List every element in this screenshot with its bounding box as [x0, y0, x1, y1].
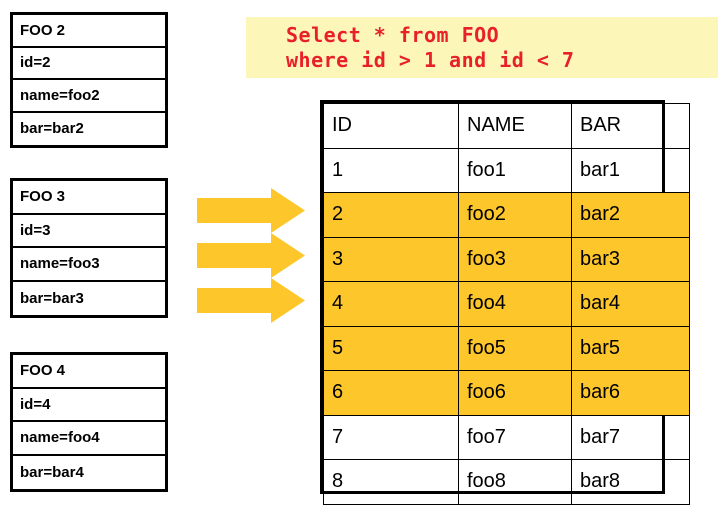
cell-id: 1	[323, 147, 459, 193]
record-field-name: name=foo3	[13, 248, 165, 282]
column-header-bar: BAR	[571, 103, 690, 149]
table-header-row: ID NAME BAR	[323, 103, 690, 149]
cell-bar: bar3	[571, 236, 690, 282]
cell-id: 3	[323, 236, 459, 282]
flow-arrow-3-icon	[197, 278, 305, 323]
table-row: 2 foo2 bar2	[323, 192, 690, 238]
cell-id: 8	[323, 459, 459, 505]
cell-bar: bar8	[571, 459, 690, 505]
record-field-id: id=2	[13, 48, 165, 80]
record-box-foo3: FOO 3 id=3 name=foo3 bar=bar3	[10, 178, 168, 318]
record-field-name: name=foo2	[13, 80, 165, 113]
table-row: 1 foo1 bar1	[323, 147, 690, 193]
record-box-foo4: FOO 4 id=4 name=foo4 bar=bar4	[10, 352, 168, 492]
table-row: 8 foo8 bar8	[323, 459, 690, 505]
table-row: 4 foo4 bar4	[323, 281, 690, 327]
column-header-id: ID	[323, 103, 459, 149]
record-title: FOO 3	[13, 181, 165, 215]
table-body: ID NAME BAR 1 foo1 bar1 2 foo2 bar2 3 fo…	[323, 103, 690, 505]
cell-name: foo4	[458, 281, 572, 327]
record-title: FOO 2	[13, 15, 165, 48]
cell-bar: bar2	[571, 192, 690, 238]
table-row: 3 foo3 bar3	[323, 236, 690, 282]
flow-arrow-1-icon	[197, 188, 305, 233]
cell-name: foo3	[458, 236, 572, 282]
cell-bar: bar4	[571, 281, 690, 327]
sql-query-line-2: where id > 1 and id < 7	[286, 48, 575, 72]
cell-bar: bar5	[571, 325, 690, 371]
record-box-foo2: FOO 2 id=2 name=foo2 bar=bar2	[10, 12, 168, 148]
cell-id: 4	[323, 281, 459, 327]
cell-name: foo1	[458, 147, 572, 193]
cell-id: 5	[323, 325, 459, 371]
table-row: 7 foo7 bar7	[323, 414, 690, 460]
record-field-bar: bar=bar3	[20, 289, 84, 307]
record-field-id: id=4	[13, 389, 165, 422]
record-field-name: name=foo4	[13, 422, 165, 456]
sql-query-line-1: Select * from FOO	[286, 23, 500, 47]
sql-query-banner: Select * from FOO where id > 1 and id < …	[246, 17, 718, 78]
cell-id: 7	[323, 414, 459, 460]
table-row: 6 foo6 bar6	[323, 370, 690, 416]
record-field-bar: bar=bar2	[20, 120, 84, 138]
record-field-id: id=3	[13, 215, 165, 248]
cell-bar: bar7	[571, 414, 690, 460]
record-field-bar: bar=bar4	[20, 463, 84, 481]
cell-id: 6	[323, 370, 459, 416]
cell-name: foo7	[458, 414, 572, 460]
cell-name: foo8	[458, 459, 572, 505]
column-header-name: NAME	[458, 103, 572, 149]
cell-name: foo5	[458, 325, 572, 371]
cell-name: foo2	[458, 192, 572, 238]
cell-bar: bar6	[571, 370, 690, 416]
table-row: 5 foo5 bar5	[323, 325, 690, 371]
cell-id: 2	[323, 192, 459, 238]
cell-bar: bar1	[571, 147, 690, 193]
query-result-table: ID NAME BAR 1 foo1 bar1 2 foo2 bar2 3 fo…	[320, 100, 690, 505]
cell-name: foo6	[458, 370, 572, 416]
flow-arrow-2-icon	[197, 233, 305, 278]
record-title: FOO 4	[13, 355, 165, 389]
